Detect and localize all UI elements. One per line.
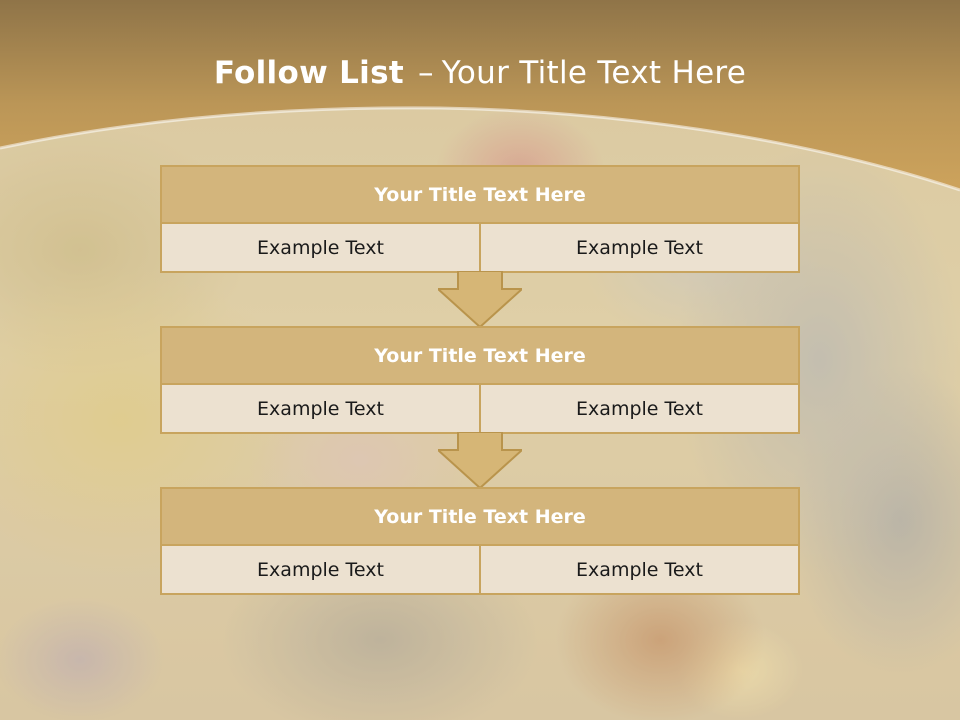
title-subtitle-part: Your Title Text Here [441,55,747,91]
step-cell-right: Example Text [479,224,798,271]
step-block-2: Your Title Text Here Example Text Exampl… [160,326,800,434]
step-title: Your Title Text Here [162,328,798,385]
step-cell-right: Example Text [479,385,798,432]
arrow-down-icon [438,432,522,488]
step-cell-left: Example Text [162,385,479,432]
step-title: Your Title Text Here [162,167,798,224]
step-cell-left: Example Text [162,546,479,593]
step-block-1: Your Title Text Here Example Text Exampl… [160,165,800,273]
step-cell-right: Example Text [479,546,798,593]
step-title: Your Title Text Here [162,489,798,546]
arrow-down-icon [438,271,522,327]
step-row: Example Text Example Text [162,546,798,593]
title-bold-part: Follow List [213,55,404,91]
step-row: Example Text Example Text [162,224,798,271]
step-block-3: Your Title Text Here Example Text Exampl… [160,487,800,595]
step-row: Example Text Example Text [162,385,798,432]
header-band [0,0,960,192]
title-dash: – [417,55,434,91]
step-cell-left: Example Text [162,224,479,271]
slide-title: Follow List–Your Title Text Here [0,55,960,91]
